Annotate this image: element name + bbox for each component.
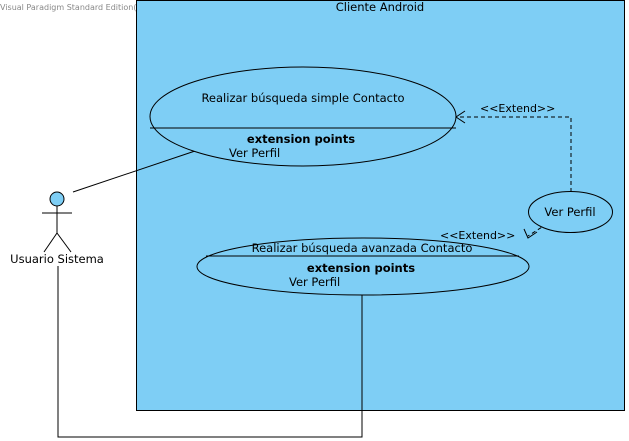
extend-label-advanced: <<Extend>>	[440, 229, 515, 242]
use-case-ver-perfil[interactable]: Ver Perfil	[528, 191, 613, 233]
use-case-simple-name: Realizar búsqueda simple Contacto	[201, 91, 404, 105]
extend-arrowhead-advanced	[523, 228, 538, 239]
use-case-advanced-search[interactable]: Realizar búsqueda avanzada Contacto exte…	[196, 237, 530, 296]
extend-arrow-simple[interactable]	[456, 116, 572, 192]
system-boundary-title: Cliente Android	[336, 0, 425, 14]
extend-arrow-advanced[interactable]	[527, 219, 554, 237]
use-case-simple-ext-title: extension points	[247, 132, 355, 146]
use-case-advanced-ext-point: Ver Perfil	[289, 275, 340, 289]
actor-usuario-sistema[interactable]: Usuario Sistema	[10, 191, 104, 266]
actor-head	[49, 191, 65, 207]
association-advanced[interactable]	[57, 266, 363, 438]
actor-right-leg	[56, 232, 72, 253]
use-case-simple-ext-point: Ver Perfil	[229, 146, 280, 160]
actor-left-leg	[43, 232, 58, 253]
use-case-advanced-name: Realizar búsqueda avanzada Contacto	[252, 241, 473, 255]
watermark-text: Visual Paradigm Standard Edition(Univers…	[0, 3, 247, 12]
use-case-ver-perfil-name: Ver Perfil	[544, 205, 595, 219]
association-simple[interactable]	[72, 150, 196, 193]
use-case-advanced-ext-title: extension points	[307, 261, 415, 275]
extend-label-simple: <<Extend>>	[480, 102, 555, 115]
use-case-simple-search[interactable]: Realizar búsqueda simple Contacto extens…	[149, 66, 457, 167]
actor-name: Usuario Sistema	[10, 252, 104, 266]
